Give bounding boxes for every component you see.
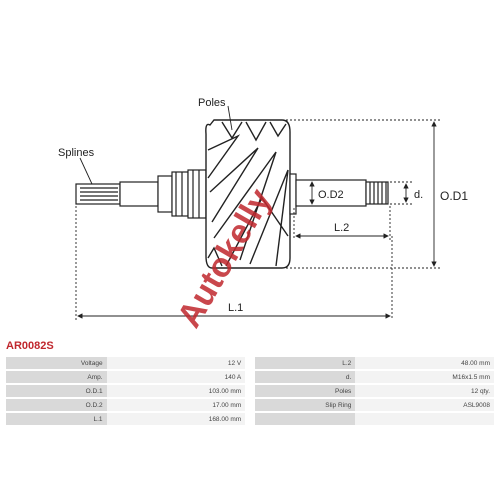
spec-value: M16x1.5 mm: [355, 371, 494, 383]
spec-value: 12 qty.: [355, 385, 494, 397]
spacer: [245, 413, 255, 425]
spacer: [245, 357, 255, 369]
part-number: AR0082S: [6, 340, 54, 352]
spec-key: [254, 413, 356, 425]
spec-value: 48.00 mm: [355, 357, 494, 369]
spec-value: 103.00 mm: [106, 385, 246, 397]
label-d: d.: [414, 189, 423, 201]
spec-row: Amp.140 A d.M16x1.5 mm: [6, 371, 494, 383]
bearing-collar: [157, 169, 207, 219]
spec-key: L.2: [254, 357, 356, 369]
spec-key: Slip Ring: [254, 399, 356, 411]
spec-value: ASL9008: [355, 399, 494, 411]
spacer: [245, 371, 255, 383]
spec-value: 12 V: [106, 357, 246, 369]
label-poles: Poles: [198, 97, 226, 109]
label-l1: L.1: [228, 302, 243, 314]
label-splines: Splines: [58, 147, 95, 159]
shaft-splines: [75, 181, 159, 207]
spec-key: L.1: [6, 413, 107, 425]
spec-key: Poles: [254, 385, 356, 397]
spacer: [245, 385, 255, 397]
spec-value: 17.00 mm: [106, 399, 246, 411]
spec-value: 140 A: [106, 371, 246, 383]
spec-value: 168.00 mm: [106, 413, 246, 425]
spec-key: Voltage: [6, 357, 107, 369]
spacer: [245, 399, 255, 411]
rotor-diagram: Poles Splines O.D2 d. O.D1 L.2 L.1 Autok…: [58, 97, 468, 330]
spec-value: [355, 413, 494, 425]
label-od1: O.D1: [440, 189, 468, 203]
spec-key: O.D.1: [6, 385, 107, 397]
spec-key: d.: [254, 371, 356, 383]
spec-key: O.D.2: [6, 399, 107, 411]
spec-key: Amp.: [6, 371, 107, 383]
dimension-lines: [75, 105, 440, 320]
shaft-right: [289, 173, 389, 215]
label-od2: O.D2: [318, 189, 344, 201]
label-l2: L.2: [334, 222, 349, 234]
